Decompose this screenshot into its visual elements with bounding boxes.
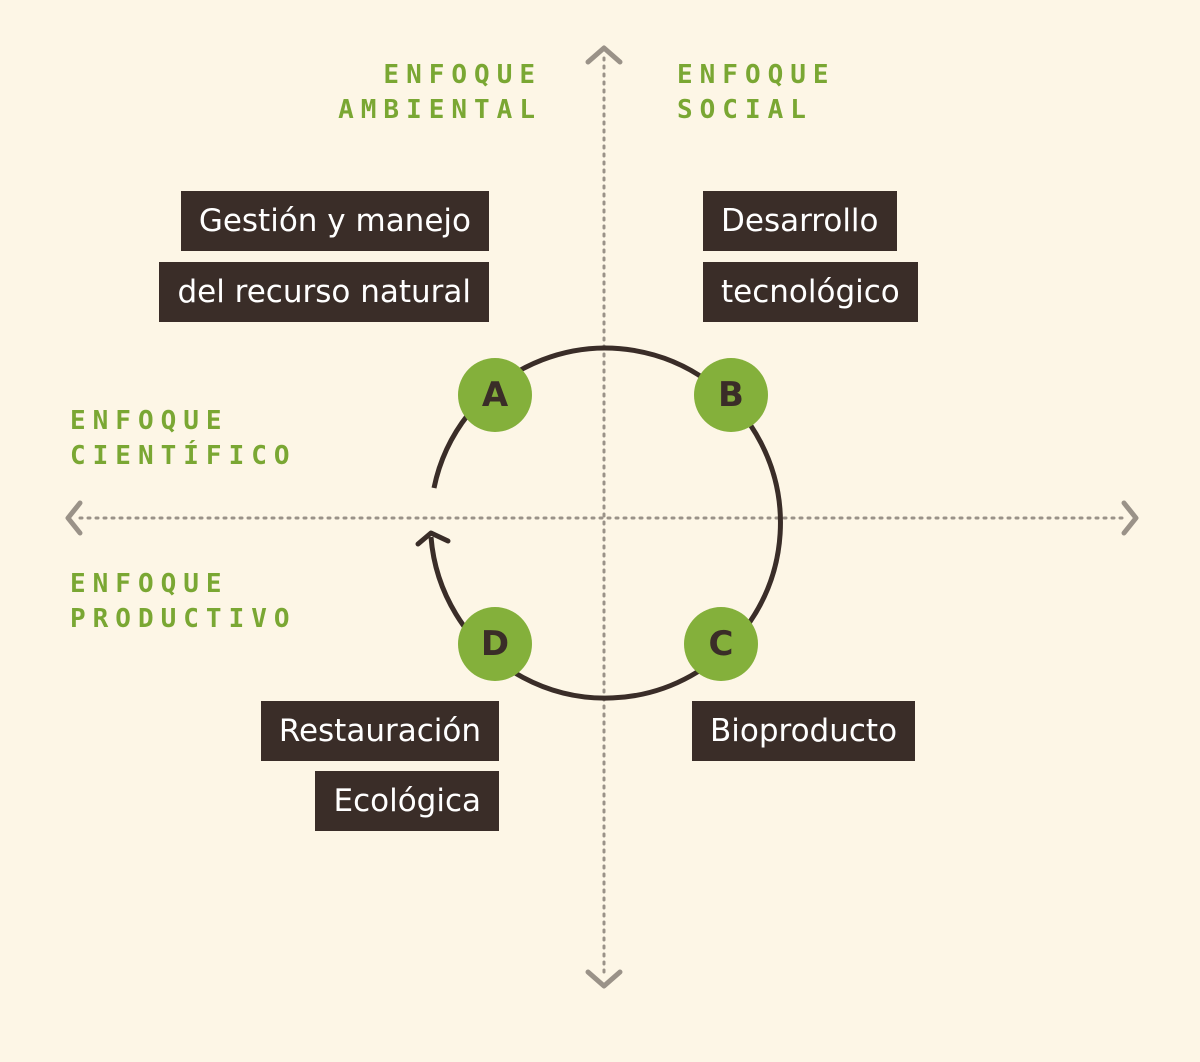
node-a: A [458, 358, 532, 432]
approach-cientifico: ENFOQUE CIENTÍFICO [70, 404, 297, 474]
approach-ambiental-line1: ENFOQUE [383, 60, 542, 90]
node-c: C [684, 607, 758, 681]
approach-ambiental: ENFOQUE AMBIENTAL [338, 58, 542, 128]
box-gestion-line1: Gestión y manejo [180, 191, 489, 251]
box-restauracion-line2: Ecológica [315, 771, 499, 831]
node-b: B [694, 358, 768, 432]
approach-ambiental-line2: AMBIENTAL [338, 95, 542, 125]
node-d: D [458, 607, 532, 681]
arrow-up-icon [585, 45, 623, 65]
box-desarrollo-line1: Desarrollo [703, 191, 897, 251]
box-restauracion-line1: Restauración [260, 701, 499, 761]
box-bioproducto: Bioproducto [692, 701, 916, 761]
approach-productivo: ENFOQUE PRODUCTIVO [70, 567, 297, 637]
arrow-right-icon [1121, 500, 1139, 536]
box-desarrollo-line2: tecnológico [703, 262, 918, 322]
arrow-down-icon [585, 969, 623, 989]
cycle-arrowhead-icon [415, 530, 451, 547]
approach-productivo-line1: ENFOQUE [70, 569, 229, 599]
approach-productivo-line2: PRODUCTIVO [70, 604, 297, 634]
box-gestion-line2: del recurso natural [159, 262, 489, 322]
approach-social: ENFOQUE SOCIAL [677, 58, 836, 128]
approach-social-line1: ENFOQUE [677, 60, 836, 90]
arrow-left-icon [65, 500, 83, 536]
approach-social-line2: SOCIAL [677, 95, 813, 125]
approach-cientifico-line2: CIENTÍFICO [70, 441, 297, 471]
approach-cientifico-line1: ENFOQUE [70, 406, 229, 436]
